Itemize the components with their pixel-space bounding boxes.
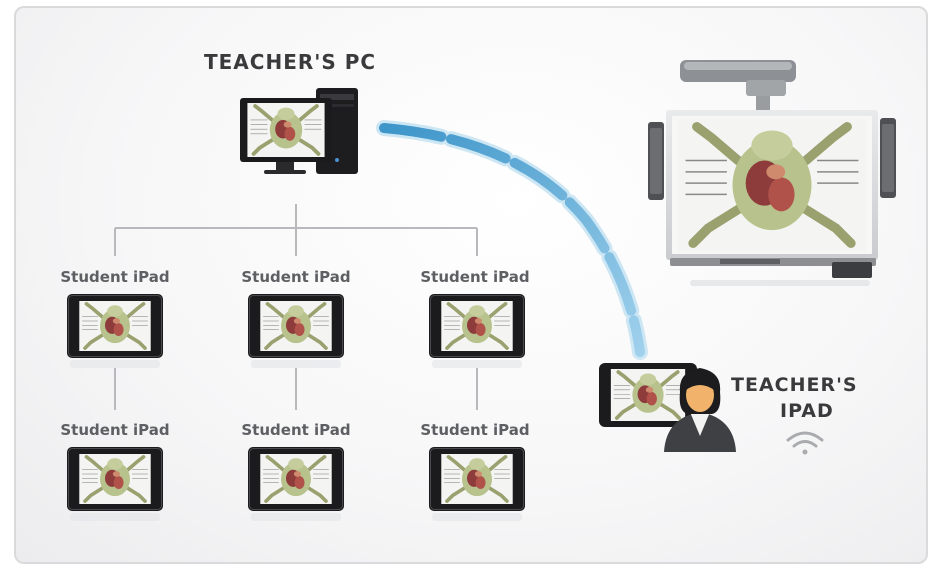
student-ipad-label: Student iPad [241, 268, 351, 286]
tablet-icon [67, 294, 163, 358]
tablet-icon [248, 294, 344, 358]
student-ipad-label: Student iPad [60, 268, 170, 286]
teacher-ipad-title-line1: TEACHER'S [731, 374, 858, 396]
desktop-pc-icon [240, 88, 358, 174]
student-ipad-label: Student iPad [420, 421, 530, 439]
student-ipad-label: Student iPad [60, 421, 170, 439]
wifi-icon [786, 431, 824, 455]
student-ipad-label: Student iPad [241, 421, 351, 439]
tablet-icon [67, 447, 163, 511]
teacher-pc-title: TEACHER'S PC [204, 50, 377, 74]
interactive-whiteboard-icon [648, 110, 896, 286]
teacher-ipad-title-line2: IPAD [780, 400, 834, 422]
wireless-link-arc [376, 120, 648, 360]
connector-lines [114, 204, 478, 410]
teacher-avatar-icon [664, 368, 736, 452]
tablet-icon [429, 447, 525, 511]
tablet-icon [248, 447, 344, 511]
teacher-tablet [599, 363, 697, 427]
projector-icon [680, 60, 796, 114]
tablet-reflections [70, 360, 522, 521]
student-ipad-label: Student iPad [420, 268, 530, 286]
tablet-icon [429, 294, 525, 358]
